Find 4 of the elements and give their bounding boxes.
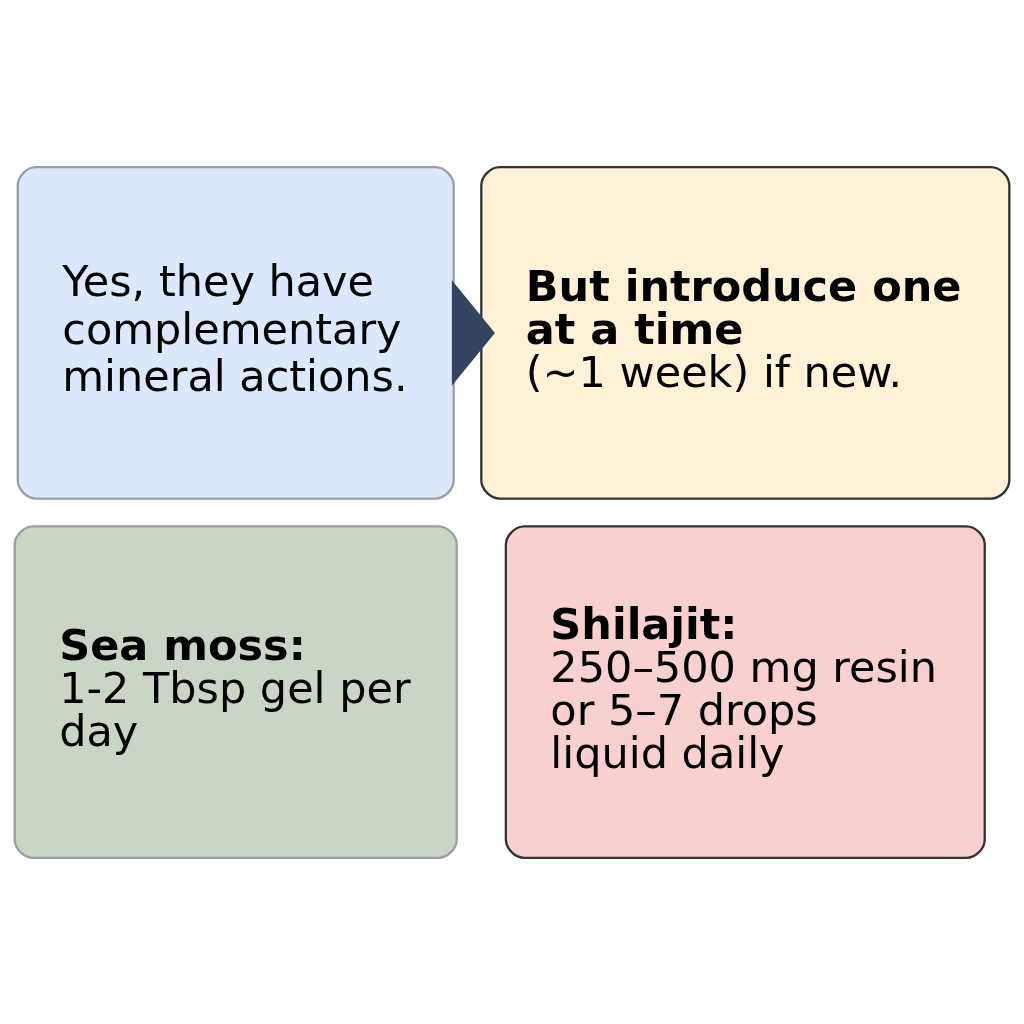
node-box: But introduce one at a time (~1 week) if new. — [480, 165, 1011, 500]
node-box: Yes, they have complementary mineral actions. — [16, 165, 455, 500]
node-box: Sea moss: 1-2 Tbsp gel per day — [13, 524, 458, 859]
node-box: Shilajit: 250–500 mg resin or 5–7 drops liquid daily — [504, 524, 986, 859]
